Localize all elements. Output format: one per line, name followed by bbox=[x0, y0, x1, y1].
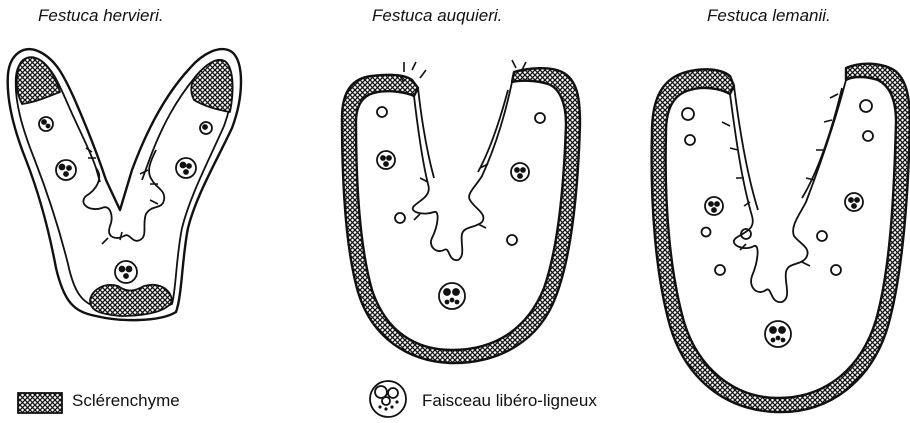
sclerenchyme-swatch bbox=[18, 393, 62, 413]
legend-sclerenchyme-label: Sclérenchyme bbox=[72, 391, 180, 411]
section-festuca-lemanii bbox=[652, 64, 910, 412]
sclerenchyma-ring bbox=[652, 64, 910, 412]
section-festuca-auquieri bbox=[342, 60, 580, 363]
adaxial-groove bbox=[730, 80, 846, 302]
sclerenchyma-left-tip bbox=[17, 57, 60, 104]
vascular-bundle bbox=[377, 107, 545, 309]
legend-faisceau-label: Faisceau libéro-ligneux bbox=[422, 391, 597, 411]
section-festuca-hervieri bbox=[8, 49, 241, 320]
vascular-bundle bbox=[682, 100, 873, 347]
sclerenchyma-keel bbox=[90, 285, 172, 316]
vascular-bundle bbox=[39, 117, 212, 283]
faisceau-symbol bbox=[370, 381, 406, 417]
adaxial-groove bbox=[413, 82, 512, 260]
sclerenchyma-right-tip bbox=[191, 60, 232, 112]
